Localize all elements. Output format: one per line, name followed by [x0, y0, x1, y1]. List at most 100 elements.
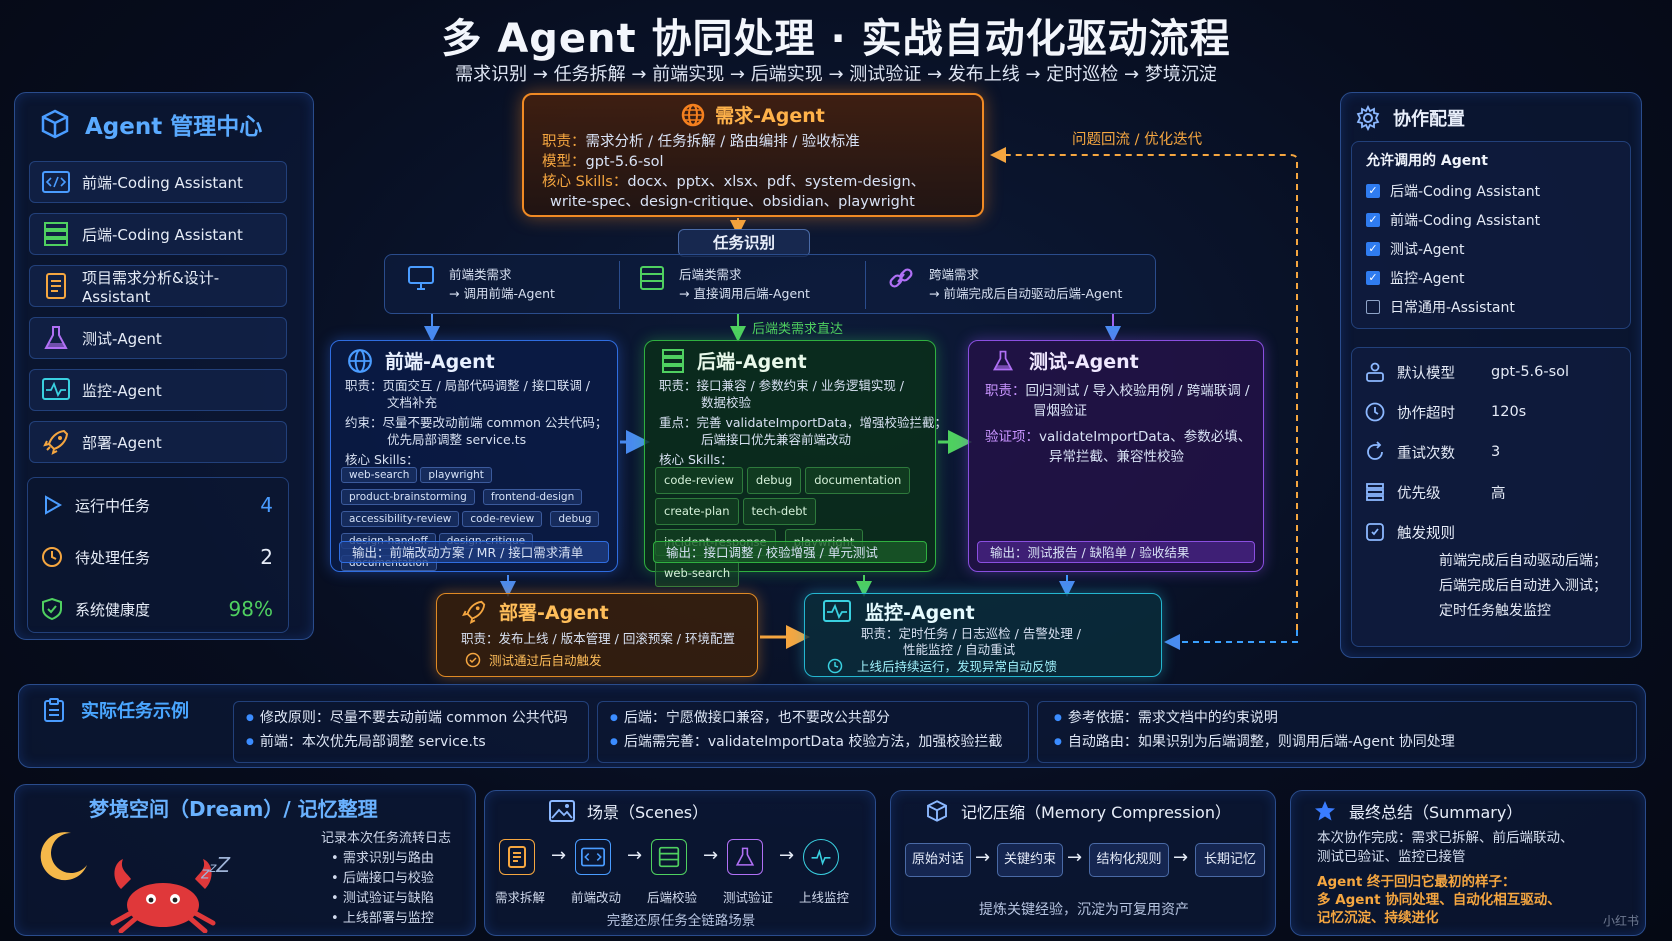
sidebar-item-label: 部署-Agent	[82, 433, 162, 452]
scenes-footer: 完整还原任务全链路场景	[606, 913, 756, 929]
checkbox-test[interactable]: ✓测试-Agent	[1366, 234, 1540, 263]
deploy-agent-card[interactable]: 部署-Agent 职责：发布上线 / 版本管理 / 回滚预案 / 环境配置 测试…	[436, 593, 758, 677]
memory-step-longterm: 长期记忆	[1195, 843, 1265, 877]
flow-steps: 需求识别 → 任务拆解 → 前端实现 → 后端实现 → 测试验证 → 发布上线 …	[455, 64, 1217, 85]
cube-icon	[41, 109, 69, 139]
play-icon	[45, 495, 63, 515]
server-icon	[662, 348, 684, 373]
deploy-agent-header: 部署-Agent	[461, 598, 609, 625]
skill-tag: code-review	[462, 511, 543, 527]
collaboration-config-panel: 协作配置 允许调用的 Agent ✓后端-Coding Assistant ✓前…	[1340, 92, 1642, 658]
gear-icon	[1356, 105, 1380, 131]
checkbox-checked-icon: ✓	[1366, 212, 1380, 227]
flask-icon	[44, 326, 68, 349]
summary-header: 最终总结（Summary）	[1313, 799, 1522, 823]
frontend-agent-header: 前端-Agent	[347, 347, 495, 374]
checkbox-checked-icon: ✓	[1366, 183, 1380, 198]
backend-agent-details: 职责：接口兼容 / 参数约束 / 业务逻辑实现 / 数据校验 重点：完善 val…	[659, 378, 948, 467]
stats-group	[27, 477, 289, 633]
settings-box	[1351, 347, 1631, 647]
example-col-3: 参考依据：需求文档中的约束说明自动路由：如果识别为后端调整，则调用后端-Agen…	[1037, 701, 1637, 763]
monitor-duty: 职责：定时任务 / 日志巡检 / 告警处理 / 性能监控 / 自动重试	[861, 626, 1082, 657]
trigger-icon	[1366, 523, 1384, 541]
memory-step-constraints: 关键约束	[997, 843, 1063, 877]
route-frontend[interactable]: 前端类需求→ 调用前端-Agent	[407, 265, 555, 303]
skill-tag: web-search	[655, 560, 740, 587]
setting-priority[interactable]: 优先级高	[1351, 473, 1601, 511]
req-agent-details: 职责：需求分析 / 任务拆解 / 路由编排 / 验收标准 模型：gpt-5.6-…	[542, 134, 926, 210]
zzz-icon: zzZ	[201, 853, 231, 883]
stat-pending-tasks[interactable]: 待处理任务 2	[29, 535, 287, 579]
sidebar-item-frontend[interactable]: 前端-Coding Assistant	[29, 161, 287, 203]
memory-panel: 记忆压缩（Memory Compression） 原始对话 → 关键约束 → 结…	[890, 790, 1276, 936]
backend-output: 输出：接口调整 / 校验增强 / 单元测试	[653, 541, 927, 563]
req-agent-card[interactable]: 需求-Agent 职责：需求分析 / 任务拆解 / 路由编排 / 验收标准 模型…	[522, 93, 984, 217]
checkbox-monitor[interactable]: ✓监控-Agent	[1366, 263, 1540, 292]
test-agent-card[interactable]: 测试-Agent 职责：回归测试 / 导入校验用例 / 跨端联调 / 冒烟验证 …	[968, 340, 1264, 572]
skill-tag: documentation	[805, 467, 911, 494]
checkbox-backend[interactable]: ✓后端-Coding Assistant	[1366, 176, 1540, 205]
feedback-label: 问题回流 / 优化迭代	[1072, 132, 1203, 148]
task-identify-label: 任务识别	[678, 229, 810, 257]
trigger-rule-list: 前端完成后自动驱动后端；后端完成后自动进入测试；定时任务触发监控	[1439, 553, 1607, 619]
summary-highlight: Agent 终于回归它最初的样子：多 Agent 协同处理、自动化相互驱动、记忆…	[1317, 874, 1561, 926]
backend-agent-card[interactable]: 后端-Agent 职责：接口兼容 / 参数约束 / 业务逻辑实现 / 数据校验 …	[644, 340, 947, 587]
server-icon	[640, 266, 664, 290]
frontend-agent-card[interactable]: 前端-Agent 职责：页面交互 / 局部代码调整 / 接口联调 / 文档补充 …	[330, 340, 618, 572]
globe-icon	[348, 348, 372, 373]
skill-tag: accessibility-review	[341, 511, 460, 527]
sidebar-item-monitor[interactable]: 监控-Agent	[29, 369, 287, 411]
summary-panel: 最终总结（Summary） 本次协作完成：需求已拆解、前后端联动、测试已验证、监…	[1290, 790, 1646, 936]
summary-text: 本次协作完成：需求已拆解、前后端联动、测试已验证、监控已接管	[1317, 830, 1574, 865]
agent-management-panel: Agent 管理中心 前端-Coding Assistant 后端-Coding…	[14, 92, 314, 640]
examples-panel: 实际任务示例 修改原则：尽量不要去动前端 common 公共代码前端：本次优先局…	[18, 684, 1646, 768]
server-icon	[44, 222, 68, 246]
route-cross[interactable]: 跨端需求→ 前端完成后自动驱动后端-Agent	[887, 265, 1122, 303]
skill-tag: product-brainstorming	[341, 489, 475, 505]
monitor-agent-card[interactable]: 监控-Agent 职责：定时任务 / 日志巡检 / 告警处理 / 性能监控 / …	[804, 593, 1162, 677]
dream-panel: 梦境空间（Dream）/ 记忆整理 zzZ 记录本次任务流转日志 • 需求识别与…	[14, 784, 476, 936]
skill-tag: playwright	[420, 467, 492, 483]
image-icon	[549, 800, 575, 822]
document-icon	[46, 273, 66, 299]
scene-backend-icon	[651, 839, 687, 875]
skill-tag: code-review	[655, 467, 743, 494]
checkbox-checked-icon: ✓	[1366, 270, 1380, 285]
skill-tag: debug	[746, 467, 802, 494]
link-icon	[889, 268, 913, 288]
scenes-header: 场景（Scenes）	[549, 799, 708, 823]
sidebar-item-deploy[interactable]: 部署-Agent	[29, 421, 287, 463]
watermark: 小红书	[1602, 914, 1639, 928]
checkbox-unchecked-icon	[1366, 299, 1380, 314]
skill-tag: tech-debt	[742, 498, 817, 525]
checkbox-checked-icon: ✓	[1366, 241, 1380, 256]
setting-trigger-rules[interactable]: 触发规则	[1351, 513, 1601, 551]
health-value: 98%	[228, 597, 273, 621]
route-backend[interactable]: 后端类需求→ 直接调用后端-Agent	[639, 265, 810, 303]
req-agent-title: 需求-Agent	[715, 105, 825, 127]
scene-req-icon	[499, 839, 535, 875]
sidebar-item-label: 测试-Agent	[82, 329, 162, 348]
example-col-1: 修改原则：尽量不要去动前端 common 公共代码前端：本次优先局部调整 ser…	[233, 701, 589, 763]
dream-title: 梦境空间（Dream）/ 记忆整理	[89, 797, 378, 821]
checkbox-general[interactable]: 日常通用-Assistant	[1366, 292, 1540, 321]
scene-monitor-icon	[803, 839, 839, 875]
clock-icon	[827, 658, 843, 673]
stat-system-health[interactable]: 系统健康度 98%	[29, 587, 287, 631]
monitor-agent-header: 监控-Agent	[823, 598, 975, 625]
sidebar-item-backend[interactable]: 后端-Coding Assistant	[29, 213, 287, 255]
pending-count: 2	[260, 545, 273, 569]
stat-running-tasks[interactable]: 运行中任务 4	[29, 483, 287, 527]
scene-test-icon	[727, 839, 763, 875]
star-icon	[1315, 801, 1335, 821]
clipboard-icon	[44, 698, 64, 722]
sidebar-header: Agent 管理中心	[39, 107, 262, 141]
checkbox-frontend[interactable]: ✓前端-Coding Assistant	[1366, 205, 1540, 234]
sidebar-item-requirements[interactable]: 项目需求分析&设计-Assistant	[29, 265, 287, 307]
sidebar-item-test[interactable]: 测试-Agent	[29, 317, 287, 359]
